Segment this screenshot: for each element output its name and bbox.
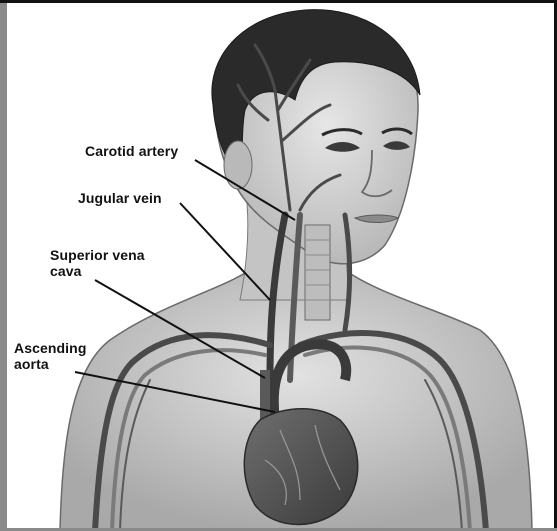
label-carotid-artery: Carotid artery xyxy=(85,143,178,159)
label-ascending-aorta-line2: aorta xyxy=(14,356,86,372)
trachea xyxy=(305,225,330,320)
top-border xyxy=(0,0,557,3)
label-jugular-vein-text: Jugular vein xyxy=(78,190,162,206)
label-superior-vena-cava-line1: Superior vena xyxy=(50,247,145,263)
label-ascending-aorta-line1: Ascending xyxy=(14,340,86,356)
label-superior-vena-cava-line2: cava xyxy=(50,263,145,279)
label-carotid-artery-text: Carotid artery xyxy=(85,143,178,159)
label-ascending-aorta: Ascending aorta xyxy=(14,340,86,372)
label-jugular-vein: Jugular vein xyxy=(78,190,162,206)
heart xyxy=(244,409,357,525)
ear xyxy=(224,141,252,189)
label-superior-vena-cava: Superior vena cava xyxy=(50,247,145,279)
